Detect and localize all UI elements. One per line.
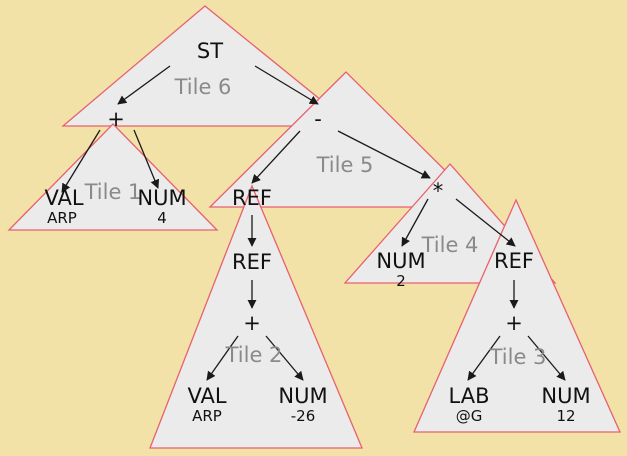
node-num-1: NUM bbox=[137, 186, 186, 210]
tile-6-triangle bbox=[61, 5, 355, 127]
node-num-3-sub: 2 bbox=[396, 272, 406, 290]
node-num-2-sub: -26 bbox=[291, 407, 316, 425]
tree-edges bbox=[61, 65, 566, 381]
node-plus-right: + bbox=[505, 311, 523, 335]
tile-1-triangle bbox=[7, 123, 219, 231]
tile-3-label: Tile 3 bbox=[489, 345, 547, 369]
node-lab: LAB bbox=[449, 384, 490, 408]
node-lab-sub: @G bbox=[456, 407, 483, 425]
node-val-2-sub: ARP bbox=[192, 407, 222, 425]
node-val-1-sub: ARP bbox=[47, 209, 77, 227]
node-num-4-sub: 12 bbox=[556, 407, 575, 425]
node-plus-top: + bbox=[107, 107, 125, 131]
node-ref-1: REF bbox=[232, 186, 272, 210]
tile-5-label: Tile 5 bbox=[316, 153, 374, 177]
node-star: * bbox=[433, 179, 444, 203]
tile-2-label: Tile 2 bbox=[225, 343, 283, 367]
node-val-1: VAL bbox=[44, 186, 83, 210]
node-st: ST bbox=[197, 39, 223, 63]
tile-6-label: Tile 6 bbox=[174, 75, 232, 99]
node-ref-2: REF bbox=[232, 250, 272, 274]
node-ref-3: REF bbox=[494, 249, 534, 273]
tile-3-triangle bbox=[413, 198, 622, 433]
tile-4-label: Tile 4 bbox=[421, 233, 479, 257]
node-minus: - bbox=[314, 107, 322, 131]
tile-1-label: Tile 1 bbox=[84, 180, 142, 204]
node-num-2: NUM bbox=[278, 384, 327, 408]
tile-5-triangle bbox=[208, 71, 484, 208]
tile-2-triangle bbox=[149, 184, 363, 449]
node-num-3: NUM bbox=[376, 249, 425, 273]
node-plus-mid: + bbox=[243, 311, 261, 335]
node-num-1-sub: 4 bbox=[157, 209, 167, 227]
node-val-2: VAL bbox=[187, 384, 226, 408]
node-num-4: NUM bbox=[541, 384, 590, 408]
